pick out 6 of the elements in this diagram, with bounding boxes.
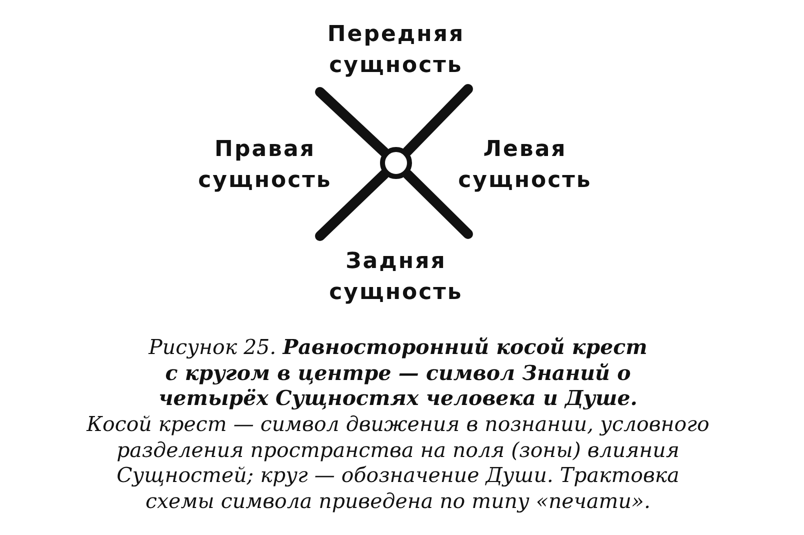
entity-label: Левая сущность xyxy=(457,136,593,195)
caption-text: Косой крест — символ движения в познании, условного разделения пространства на поля (зоны) влияния Сущностей; круг — обозначение Души. Трактовка схемы символа приведена по типу «печати». xyxy=(85,412,710,515)
figure-caption: Рисунок 25. Равносторонний косой крест с кругом в центре — символ Знаний о четырёх Сущностях человека и Душе. xyxy=(147,335,648,412)
entity-label: Задняя сущность xyxy=(328,248,464,307)
entity-label: Передняя сущность xyxy=(326,21,466,80)
entity-label: Правая сущность xyxy=(197,136,333,195)
